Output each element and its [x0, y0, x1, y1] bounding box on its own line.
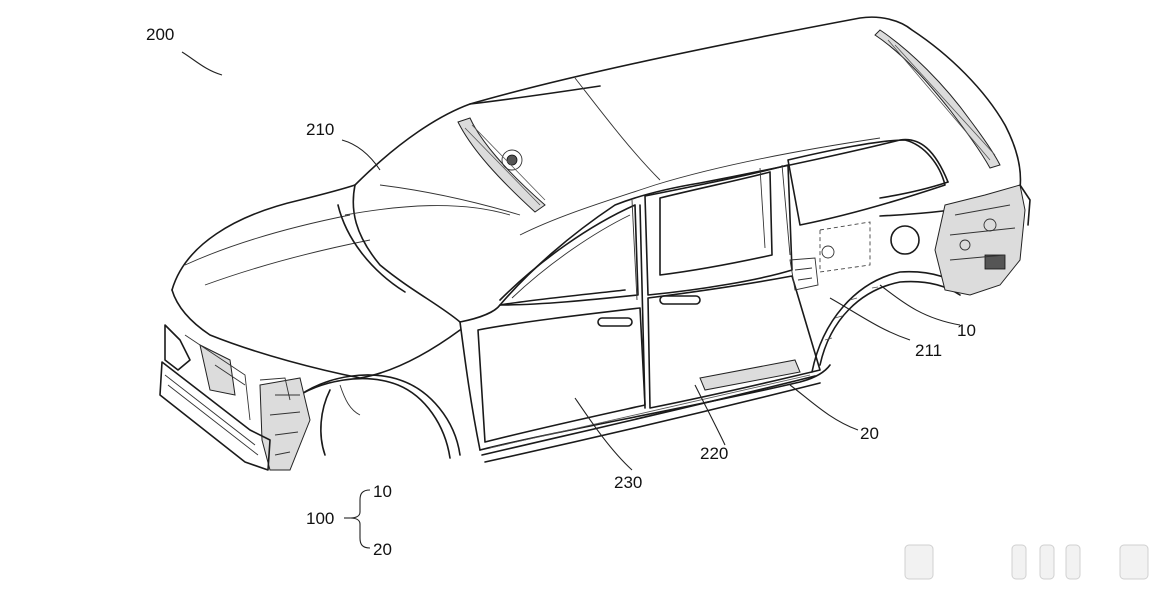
- rocker-sill: [489, 359, 811, 449]
- ref-label-group-20: 20: [373, 540, 392, 559]
- ref-label-20-right: 20: [860, 424, 879, 443]
- rear-quarter: [759, 139, 946, 291]
- front-door-handle: [597, 317, 633, 327]
- ref-label-210: 210: [306, 120, 334, 139]
- fuel-door: [890, 225, 920, 255]
- ref-label-211: 211: [915, 341, 942, 360]
- ref-label-200: 200: [146, 25, 174, 44]
- reference-labels: 200 210 10 211 20 220 230 100 10 20: [146, 25, 976, 559]
- rear-structure: [934, 184, 1031, 296]
- roof-cross-member: [457, 117, 546, 213]
- front-wheel-arch: [259, 374, 461, 471]
- watermark-logo: [904, 544, 1149, 580]
- ref-label-230: 230: [614, 473, 642, 492]
- ref-label-220: 220: [700, 444, 728, 463]
- ref-label-100: 100: [306, 509, 334, 528]
- front-door: [477, 204, 646, 443]
- front-bumper-structure: [159, 324, 291, 471]
- leader-lines: [181, 51, 961, 549]
- ref-label-10-right: 10: [957, 321, 976, 340]
- rear-roof-rail: [874, 29, 1001, 169]
- rear-door-handle: [659, 295, 701, 305]
- ref-label-group-10: 10: [373, 482, 392, 501]
